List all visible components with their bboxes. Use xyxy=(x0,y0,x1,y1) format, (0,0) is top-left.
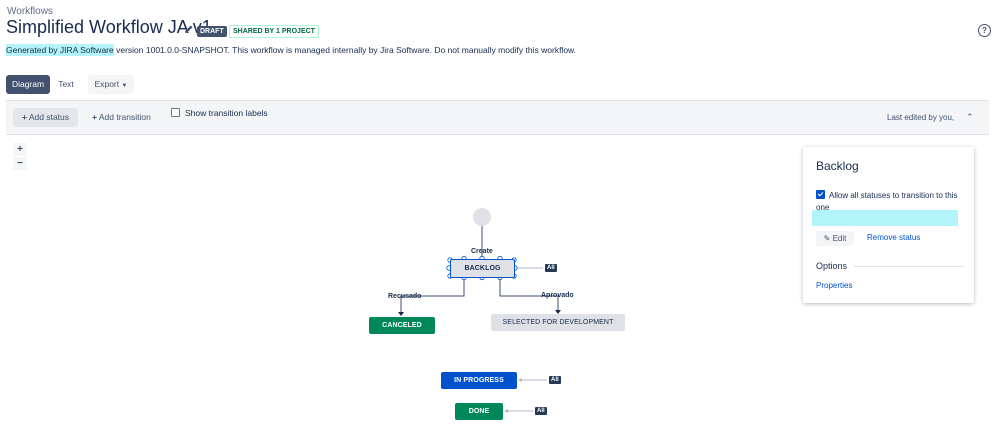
properties-link[interactable]: Properties xyxy=(816,281,853,290)
pencil-icon[interactable] xyxy=(184,24,194,34)
allow-all-label: Allow all statuses to transition to this… xyxy=(816,191,958,212)
arrow-head xyxy=(398,312,404,316)
status-backlog[interactable]: BACKLOG xyxy=(450,259,515,278)
tab-text[interactable]: Text xyxy=(58,79,74,89)
pencil-icon: ✎ xyxy=(823,234,831,243)
transition-label-create[interactable]: Create xyxy=(471,248,493,255)
chevron-down-icon: ▼ xyxy=(121,83,128,89)
status-canceled[interactable]: CANCELED xyxy=(369,317,435,334)
shared-badge[interactable]: SHARED BY 1 PROJECT xyxy=(229,25,319,38)
description-text: version 1001.0.0-SNAPSHOT. This workflow… xyxy=(113,45,577,55)
description-highlight: Generated by JIRA Software xyxy=(6,44,114,56)
add-transition-button[interactable]: + Add transition xyxy=(92,108,151,127)
export-dropdown[interactable]: Export ▼ xyxy=(88,75,134,94)
transition-label-recusado[interactable]: Recusado xyxy=(388,293,422,300)
initial-node xyxy=(473,208,491,226)
aprovado-line xyxy=(499,277,559,312)
all-transition-badge[interactable]: All xyxy=(549,376,561,384)
checkbox-checked-icon[interactable] xyxy=(816,190,825,199)
show-transition-labels-checkbox[interactable]: Show transition labels xyxy=(171,108,268,118)
remove-status-link[interactable]: Remove status xyxy=(867,233,921,242)
all-transition-badge[interactable]: All xyxy=(545,264,557,272)
all-transition-badge[interactable]: All xyxy=(535,407,547,415)
add-status-button[interactable]: + Add status xyxy=(13,108,78,127)
last-edited-text: Last edited by you, xyxy=(887,113,955,122)
status-done[interactable]: DONE xyxy=(455,403,503,420)
tab-diagram[interactable]: Diagram xyxy=(6,75,50,94)
breadcrumb[interactable]: Workflows xyxy=(7,6,53,17)
arrow-head xyxy=(518,378,522,382)
draft-badge: DRAFT xyxy=(197,26,227,37)
zoom-out-button[interactable]: − xyxy=(13,157,27,170)
options-heading: Options xyxy=(816,261,848,271)
plus-icon: + xyxy=(21,112,27,122)
allow-all-statuses-checkbox[interactable]: Allow all statuses to transition to this… xyxy=(816,190,966,214)
collapse-icon[interactable]: ⌃ xyxy=(966,112,974,122)
plus-icon: + xyxy=(92,112,97,122)
diagram-toolbar xyxy=(6,100,989,135)
status-in-progress[interactable]: IN PROGRESS xyxy=(441,372,517,389)
arrow-head xyxy=(504,409,508,413)
help-icon[interactable]: ? xyxy=(978,24,991,37)
highlight-bar xyxy=(812,210,958,226)
arrow-head xyxy=(555,310,561,314)
add-transition-label: Add transition xyxy=(98,112,151,122)
export-label: Export xyxy=(94,79,120,89)
show-transition-labels-label: Show transition labels xyxy=(185,108,268,118)
add-status-label: Add status xyxy=(28,112,70,122)
panel-title: Backlog xyxy=(816,159,859,173)
zoom-in-button[interactable]: + xyxy=(13,143,27,156)
divider xyxy=(854,266,964,267)
workflow-description: Generated by JIRA Software version 1001.… xyxy=(6,44,577,56)
edit-label: Edit xyxy=(832,234,847,243)
transition-label-aprovado[interactable]: Aprovado xyxy=(541,292,574,299)
page-title: Simplified Workflow JA v1. xyxy=(6,17,217,37)
status-selected-for-development[interactable]: SELECTED FOR DEVELOPMENT xyxy=(491,314,625,331)
edit-button[interactable]: ✎ Edit xyxy=(816,231,854,246)
checkbox-icon[interactable] xyxy=(171,108,180,117)
recusado-line xyxy=(400,277,465,314)
